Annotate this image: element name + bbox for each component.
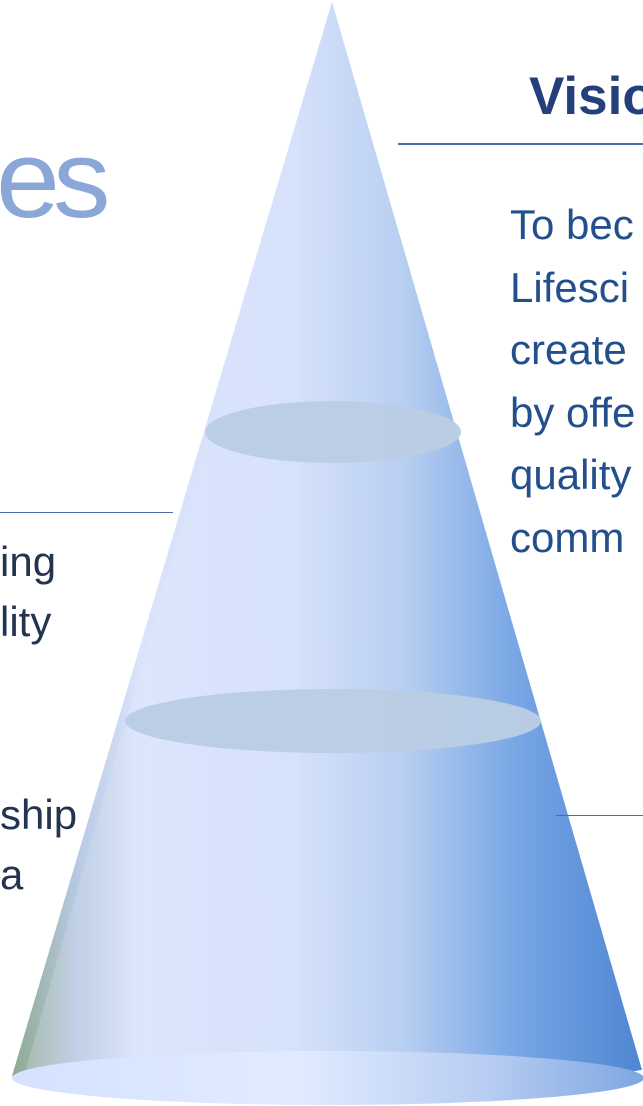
logo-fragment: es bbox=[0, 118, 110, 242]
left-text-block-two: ship a bbox=[0, 785, 77, 905]
vision-title: Visio bbox=[529, 67, 643, 126]
left-text-block-one: ing lity bbox=[0, 532, 56, 652]
right-lower-divider bbox=[556, 815, 643, 816]
vision-description: To bec Lifesci create by offe quality co… bbox=[510, 194, 643, 569]
vision-line-3: create bbox=[510, 326, 627, 373]
left-divider bbox=[0, 512, 173, 513]
left-block-two-line-1: ship bbox=[0, 791, 78, 838]
middle-band-ellipse bbox=[125, 689, 541, 753]
left-block-two-line-2: a bbox=[0, 851, 24, 898]
vision-line-1: To bec bbox=[510, 201, 634, 248]
vision-line-2: Lifesci bbox=[510, 263, 630, 311]
left-block-one-line-2: lity bbox=[0, 598, 52, 645]
upper-band-ellipse bbox=[205, 401, 461, 463]
vision-line-6: comm bbox=[510, 513, 625, 561]
cone-base bbox=[12, 1070, 642, 1104]
vision-line-5: quality bbox=[510, 451, 632, 498]
vision-line-4: by offe bbox=[510, 388, 636, 436]
vision-divider bbox=[398, 143, 643, 145]
left-block-one-line-1: ing bbox=[0, 538, 57, 585]
cone-base-ellipse bbox=[12, 1051, 643, 1105]
